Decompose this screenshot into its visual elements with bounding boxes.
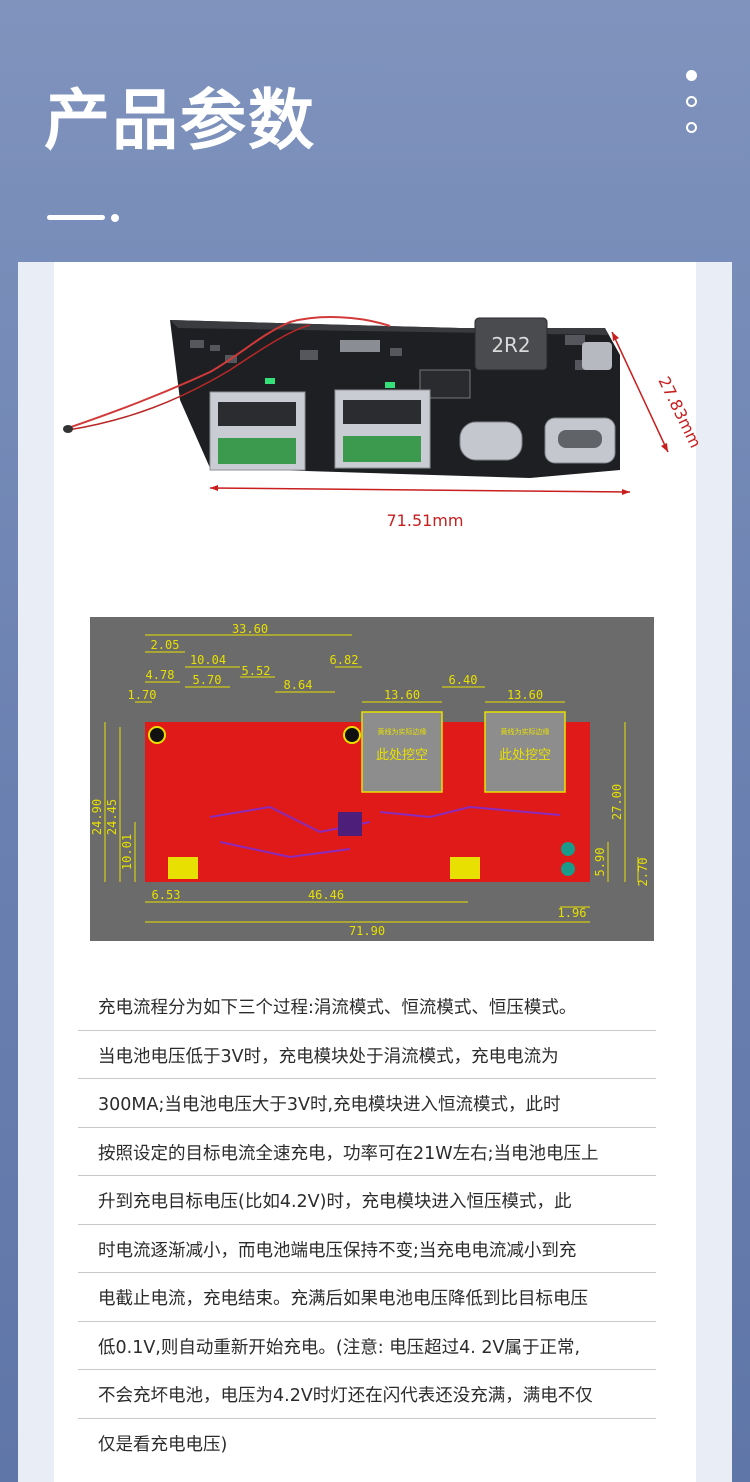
description-block: 充电流程分为如下三个过程:涓流模式、恒流模式、恒压模式。 当电池电压低于3V时，… xyxy=(78,982,656,1466)
description-line: 电截止电流，充电结束。充满后如果电池电压降低到比目标电压 xyxy=(78,1273,656,1322)
decorative-dots xyxy=(686,70,698,148)
title-underline xyxy=(47,215,105,220)
cutout-note-1: 黄线为实际边缘 xyxy=(378,727,427,736)
dim-top-4: 5.70 xyxy=(193,673,222,687)
dim-top-8: 6.82 xyxy=(330,653,359,667)
description-line: 低0.1V,则自动重新开始充电。(注意: 电压超过4. 2V属于正常, xyxy=(78,1322,656,1370)
description-line: 不会充坏电池，电压为4.2V时灯还在闪代表还没充满，满电不仅 xyxy=(78,1370,656,1419)
dim-right-0: 27.00 xyxy=(610,784,624,820)
description-line: 时电流逐渐减小，而电池端电压保持不变;当充电电流减小到充 xyxy=(78,1225,656,1273)
dim-left-1: 24.45 xyxy=(105,799,119,835)
dim-top-6: 5.52 xyxy=(242,664,271,678)
dim-top-3: 4.78 xyxy=(146,668,175,682)
description-line: 升到充电目标电压(比如4.2V)时，充电模块进入恒压模式，此 xyxy=(78,1176,656,1225)
dim-bottom-0: 6.53 xyxy=(152,888,181,902)
dot-filled-icon xyxy=(686,70,697,81)
dim-right-1: 5.90 xyxy=(593,848,607,877)
dim-bottom-3: 1.96 xyxy=(558,906,587,920)
dim-top-10: 6.40 xyxy=(449,673,478,687)
description-line: 充电流程分为如下三个过程:涓流模式、恒流模式、恒压模式。 xyxy=(78,982,656,1031)
cutout-label-1: 此处挖空 xyxy=(376,748,428,763)
title-underline-dot xyxy=(111,214,119,222)
dimension-width-label: 71.51mm xyxy=(387,511,464,530)
dot-ring-icon xyxy=(686,122,697,133)
header-banner: 产品参数 xyxy=(0,0,750,262)
dim-left-0: 24.90 xyxy=(90,799,104,835)
cutout-note-2: 黄线为实际边缘 xyxy=(501,727,550,736)
description-line: 仅是看充电电压) xyxy=(98,1434,228,1455)
dim-top-2: 10.04 xyxy=(190,653,226,667)
usb-a-port-1 xyxy=(209,391,306,471)
pcb-schematic: 黄线为实际边缘 黄线为实际边缘 此处挖空 此处挖空 xyxy=(90,617,654,941)
dot-ring-icon xyxy=(686,96,697,107)
description-line: 当电池电压低于3V时，充电模块处于涓流模式，充电电流为 xyxy=(78,1031,656,1079)
dim-top-5: 1.70 xyxy=(128,688,157,702)
cutout-label-2: 此处挖空 xyxy=(499,748,551,763)
dim-top-9: 13.60 xyxy=(384,688,420,702)
description-line: 按照设定的目标电流全速充电，功率可在21W左右;当电池电压上 xyxy=(78,1128,656,1176)
dim-bottom-1: 46.46 xyxy=(308,888,344,902)
dim-top-1: 2.05 xyxy=(151,638,180,652)
dim-top-11: 13.60 xyxy=(507,688,543,702)
page-title: 产品参数 xyxy=(44,82,316,159)
description-line: 300MA;当电池电压大于3V时,充电模块进入恒流模式，此时 xyxy=(78,1079,656,1128)
dim-left-2: 10.01 xyxy=(120,834,134,870)
usb-a-port-2 xyxy=(334,389,431,469)
product-photo: 2R2 71.51mm 27.83mm xyxy=(63,316,705,530)
dim-right-2: 2.70 xyxy=(636,858,650,887)
dim-top-0: 33.60 xyxy=(232,622,268,636)
dim-top-7: 8.64 xyxy=(284,678,313,692)
dim-bottom-2: 71.90 xyxy=(349,924,385,938)
inductor-label: 2R2 xyxy=(491,333,530,357)
